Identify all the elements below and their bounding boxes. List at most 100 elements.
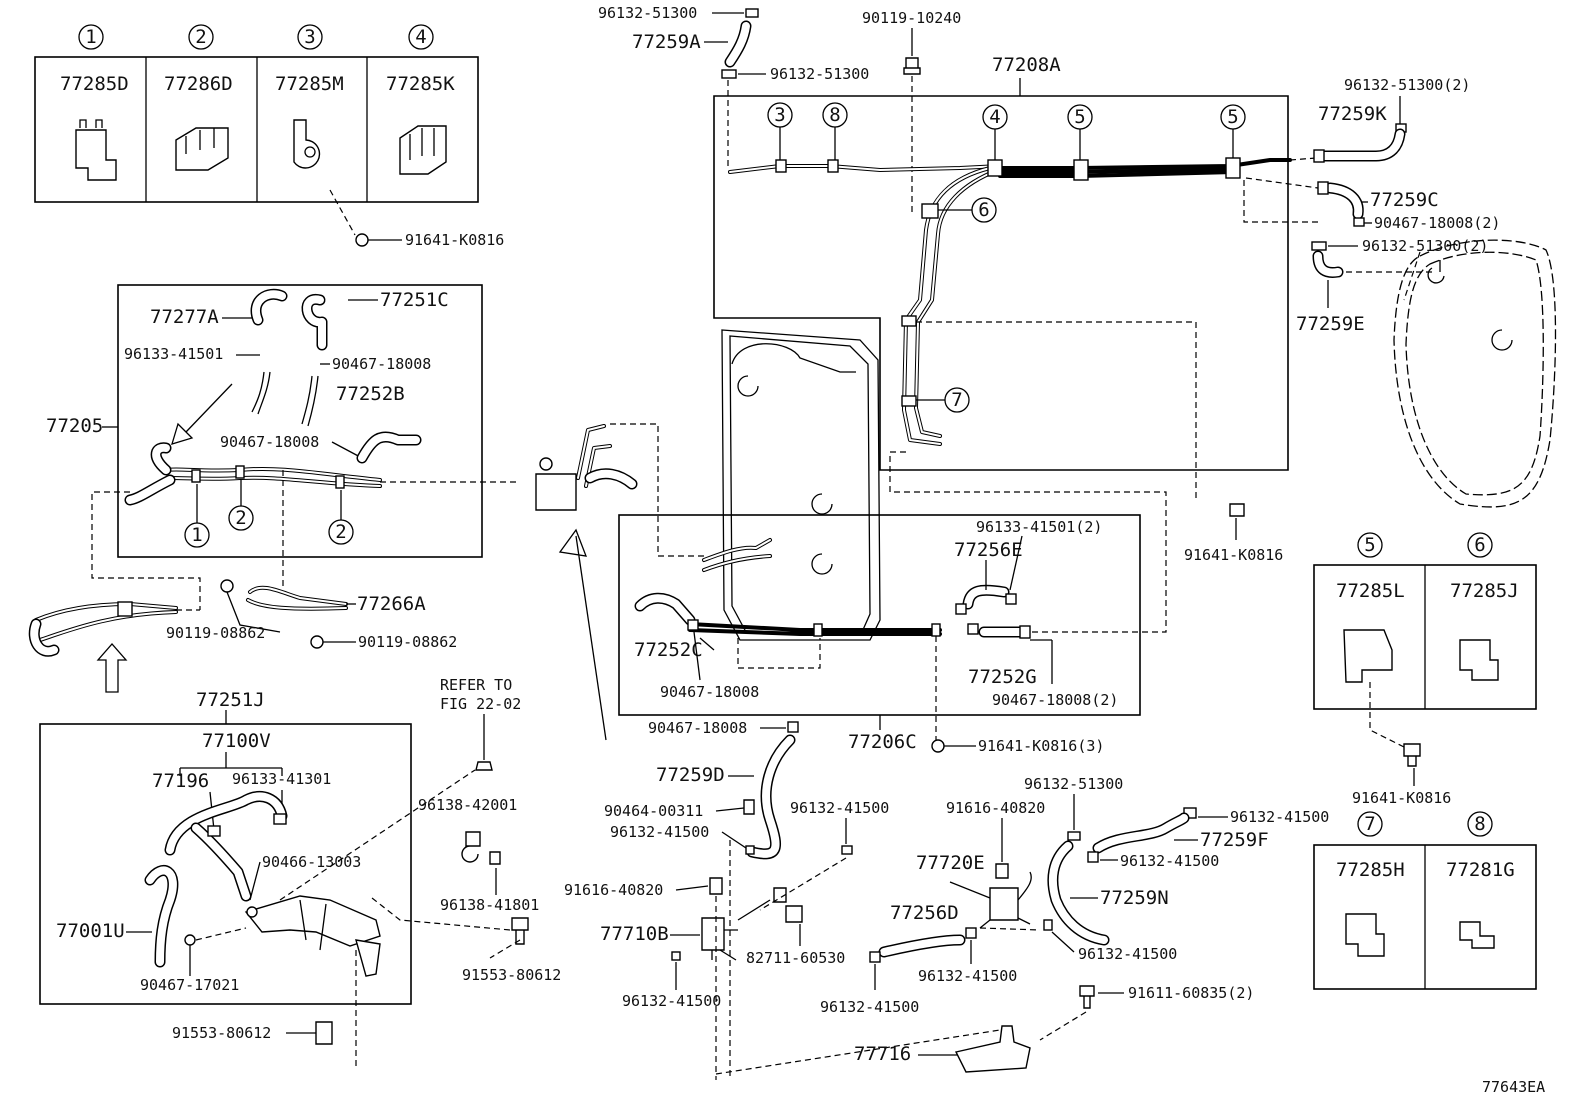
part-label[interactable]: 96138-42001 (418, 796, 517, 814)
assembly-number[interactable]: 77206C (848, 731, 917, 753)
refer-note-line2[interactable]: FIG 22-02 (440, 695, 521, 713)
part-label[interactable]: 96132-41500 (918, 967, 1017, 985)
part-label[interactable]: 77252B (336, 383, 405, 405)
part-label[interactable]: 77251C (380, 289, 449, 311)
part-label[interactable]: 96132-41500 (610, 823, 709, 841)
part-label[interactable]: 77720E (916, 852, 985, 874)
clip-boxes-right-upper: 5 77285L 6 77285J 91641-K0816 (1313, 532, 1537, 807)
part-label[interactable]: 96132-41500 (820, 998, 919, 1016)
bolt-icon (220, 579, 234, 593)
clip-box-6[interactable]: 6 77285J (1450, 532, 1519, 681)
part-label[interactable]: 96132-41500 (1230, 808, 1329, 826)
part-label[interactable]: 91641-K0816(3) (978, 737, 1104, 755)
lower-center-group: 90467-18008 77259D 90464-00311 96132-415… (564, 719, 1001, 1080)
part-label[interactable]: 77252C (634, 639, 703, 661)
clip-box-2[interactable]: 2 77286D (164, 24, 233, 171)
part-label[interactable]: 77710B (600, 923, 669, 945)
part-label[interactable]: 77196 (152, 770, 209, 792)
part-label[interactable]: 91553-80612 (172, 1024, 271, 1042)
valve-icon (701, 917, 725, 951)
callout-number: 3 (304, 26, 315, 48)
part-label[interactable]: 77259A (632, 31, 701, 53)
part-number: 77281G (1446, 859, 1515, 881)
part-label[interactable]: 91641-K0816 (1184, 546, 1283, 564)
part-label[interactable]: 96132-41500 (622, 992, 721, 1010)
part-label[interactable]: 90467-18008 (660, 683, 759, 701)
part-label[interactable]: 91616-40820 (564, 881, 663, 899)
part-label[interactable]: 96133-41501(2) (976, 518, 1102, 536)
callout-number: 4 (415, 26, 426, 48)
part-label[interactable]: 91641-K0816 (405, 231, 504, 249)
callout-number: 1 (191, 524, 202, 546)
part-label[interactable]: 77259N (1100, 887, 1169, 909)
part-label[interactable]: 91616-40820 (946, 799, 1045, 817)
part-label[interactable]: 90119-08862 (166, 624, 265, 642)
part-label[interactable]: 90467-17021 (140, 976, 239, 994)
part-label[interactable]: 96132-51300 (770, 65, 869, 83)
part-label[interactable]: 96132-51300(2) (1344, 76, 1470, 94)
assembly-number[interactable]: 77205 (46, 415, 103, 437)
box-subtitle[interactable]: 77100V (202, 730, 271, 752)
part-label[interactable]: 91641-K0816 (1352, 789, 1451, 807)
part-label[interactable]: 77259D (656, 764, 725, 786)
clip-icon (1459, 639, 1499, 681)
part-label[interactable]: 96132-51300 (598, 4, 697, 22)
part-label[interactable]: 96138-41801 (440, 896, 539, 914)
part-label[interactable]: 77256D (890, 902, 959, 924)
part-label[interactable]: 91553-80612 (462, 966, 561, 984)
part-label[interactable]: 90467-18008(2) (992, 691, 1118, 709)
assembly-number[interactable]: 77208A (992, 54, 1061, 76)
part-number: 77285K (386, 73, 455, 95)
part-label[interactable]: 96133-41301 (232, 770, 331, 788)
part-label[interactable]: 96132-41500 (1078, 945, 1177, 963)
clip-icon (1345, 913, 1385, 957)
refer-note-group: REFER TO FIG 22-02 96138-42001 96138-418… (172, 676, 561, 1070)
part-label[interactable]: 77252G (968, 666, 1037, 688)
clip-box-7[interactable]: 7 77285H (1336, 811, 1405, 957)
part-label[interactable]: 77716 (854, 1043, 911, 1065)
part-label[interactable]: 90467-18008 (220, 433, 319, 451)
part-label[interactable]: 82711-60530 (746, 949, 845, 967)
part-label[interactable]: 96132-41500 (790, 799, 889, 817)
hose-77259a-group: 96132-51300 77259A 96132-51300 90119-102… (598, 4, 961, 216)
part-label[interactable]: 77259K (1318, 103, 1387, 125)
part-label[interactable]: 90464-00311 (604, 802, 703, 820)
part-label[interactable]: 77277A (150, 306, 219, 328)
part-label[interactable]: 96132-51300 (1024, 775, 1123, 793)
clip-box-1[interactable]: 1 77285D (60, 24, 129, 181)
clip-boxes-right-lower: 7 77285H 8 77281G (1313, 811, 1537, 990)
clip-icon (1343, 629, 1393, 683)
clip-box-5[interactable]: 5 77285L (1336, 532, 1405, 683)
bolt-icon (903, 57, 921, 75)
part-number: 77285H (1336, 859, 1405, 881)
fuel-tank-outline (1393, 239, 1557, 508)
part-label[interactable]: 96132-51300(2) (1362, 237, 1488, 255)
clip-box-4[interactable]: 4 77285K (386, 24, 455, 175)
part-label[interactable]: 91611-60835(2) (1128, 984, 1254, 1002)
part-label[interactable]: 96132-41500 (1120, 852, 1219, 870)
box-title[interactable]: 77251J (196, 689, 265, 711)
part-label[interactable]: 90467-18008(2) (1374, 214, 1500, 232)
up-arrow-icon (96, 643, 128, 693)
part-label[interactable]: 77256E (954, 539, 1023, 561)
clip-box-3[interactable]: 3 77285M (275, 24, 344, 169)
part-label[interactable]: 77266A (357, 593, 426, 615)
clip-box-8[interactable]: 8 77281G (1446, 811, 1515, 949)
part-label[interactable]: 77259E (1296, 313, 1365, 335)
callout-number: 4 (989, 106, 1000, 128)
part-label[interactable]: 90467-18008 (648, 719, 747, 737)
part-label[interactable]: 77001U (56, 920, 125, 942)
assembly-frame (713, 95, 1289, 471)
part-label[interactable]: 90466-13003 (262, 853, 361, 871)
callout-number: 7 (951, 389, 962, 411)
callout-number: 2 (235, 507, 246, 529)
refer-note-line1[interactable]: REFER TO (440, 676, 512, 694)
callout-number: 6 (1474, 534, 1485, 556)
part-label[interactable]: 90467-18008 (332, 355, 431, 373)
part-label[interactable]: 90119-08862 (358, 633, 457, 651)
part-label[interactable]: 90119-10240 (862, 9, 961, 27)
part-label[interactable]: 96133-41501 (124, 345, 223, 363)
part-label[interactable]: 77259C (1370, 189, 1439, 211)
bolt-icon (709, 877, 723, 895)
part-label[interactable]: 77259F (1200, 829, 1269, 851)
